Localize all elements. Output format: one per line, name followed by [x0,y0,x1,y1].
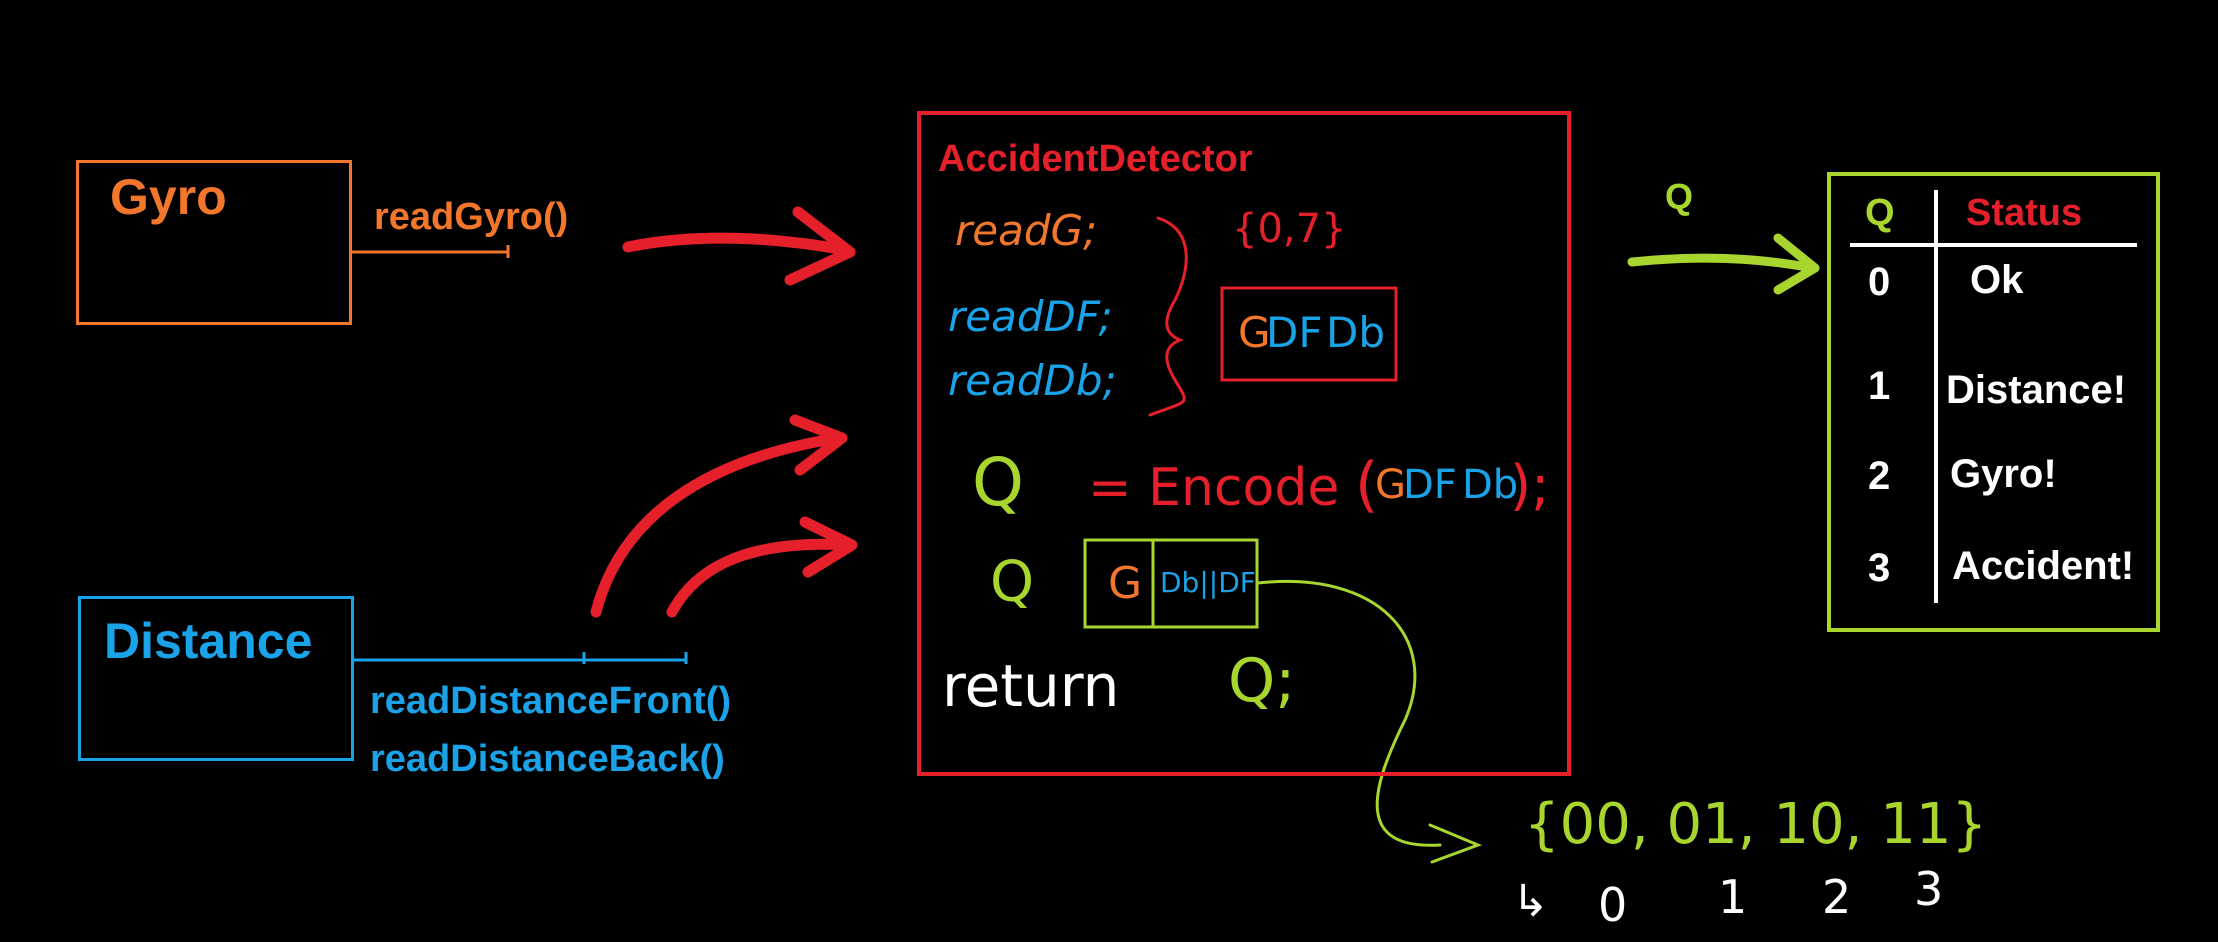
detector-title: AccidentDetector [938,138,1253,180]
encoding-set: {00, 01, 10, 11} [1524,792,1988,857]
encode-arg-open: ( [1355,450,1379,520]
status-row-1-q: 1 [1868,364,1891,408]
distance-box [78,596,354,761]
status-row-3-q: 3 [1868,546,1891,590]
q-layout-outer [1083,538,1259,629]
bits-distance-front: DF [1266,308,1323,357]
status-row-0-status: Ok [1970,258,2024,302]
arrow-detector-to-status [1627,233,1820,295]
bits-distance-back: Db [1326,308,1386,357]
arrow-gyro-to-detector [622,206,856,286]
encoding-value-1: 1 [1718,870,1748,924]
encode-arg-df: DF [1403,462,1457,508]
encoding-value-2: 2 [1822,870,1852,924]
q-layout-cell-distance: Db||DF [1160,566,1256,599]
q-layout-label: Q [990,550,1035,615]
encode-q-var: Q [972,444,1024,521]
status-row-0-q: 0 [1868,260,1891,304]
encoding-link-arrowhead [1428,823,1483,864]
return-value: Q; [1228,646,1296,716]
encode-arg-db: Db [1462,462,1519,508]
encoding-link-curve [1256,580,1442,847]
output-q-label: Q [1665,176,1694,217]
status-header-q: Q [1865,192,1895,234]
q-layout-cell-gyro: G [1108,558,1143,609]
bits-gyro: G [1238,308,1271,357]
status-row-1-status: Distance! [1946,368,2127,412]
arrow-distance-front-to-detector [590,414,848,618]
bits-box [1220,286,1398,382]
distance-title: Distance [104,613,313,669]
encode-arg-gyro: G [1375,462,1406,508]
status-header-status: Status [1966,192,2083,234]
detector-read-distance-back: readDb; [948,356,1117,405]
detector-box [917,111,1571,776]
gyro-title: Gyro [110,169,227,225]
status-table [1827,172,2160,632]
detector-read-distance-front: readDF; [948,292,1113,341]
distance-method-front-label: readDistanceFront() [370,680,732,722]
gyro-method-label: readGyro() [374,196,569,238]
encode-arg-close: ); [1510,454,1550,517]
return-keyword: return [942,652,1120,720]
gyro-range-set: {0,7} [1232,206,1347,252]
distance-method-back-label: readDistanceBack() [370,738,725,780]
gyro-box [76,160,352,325]
status-row-3-status: Accident! [1952,544,2135,588]
status-row-2-q: 2 [1868,454,1891,498]
arrow-distance-back-to-detector [666,516,858,618]
encoding-arrow-glyph: ↳ [1512,876,1549,927]
encoding-value-0: 0 [1598,878,1628,932]
status-row-2-status: Gyro! [1950,452,2057,496]
encoding-value-3: 3 [1914,862,1944,916]
reads-brace [1148,216,1188,417]
encode-call: = Encode [1088,458,1340,518]
detector-read-gyro: readG; [955,206,1098,255]
